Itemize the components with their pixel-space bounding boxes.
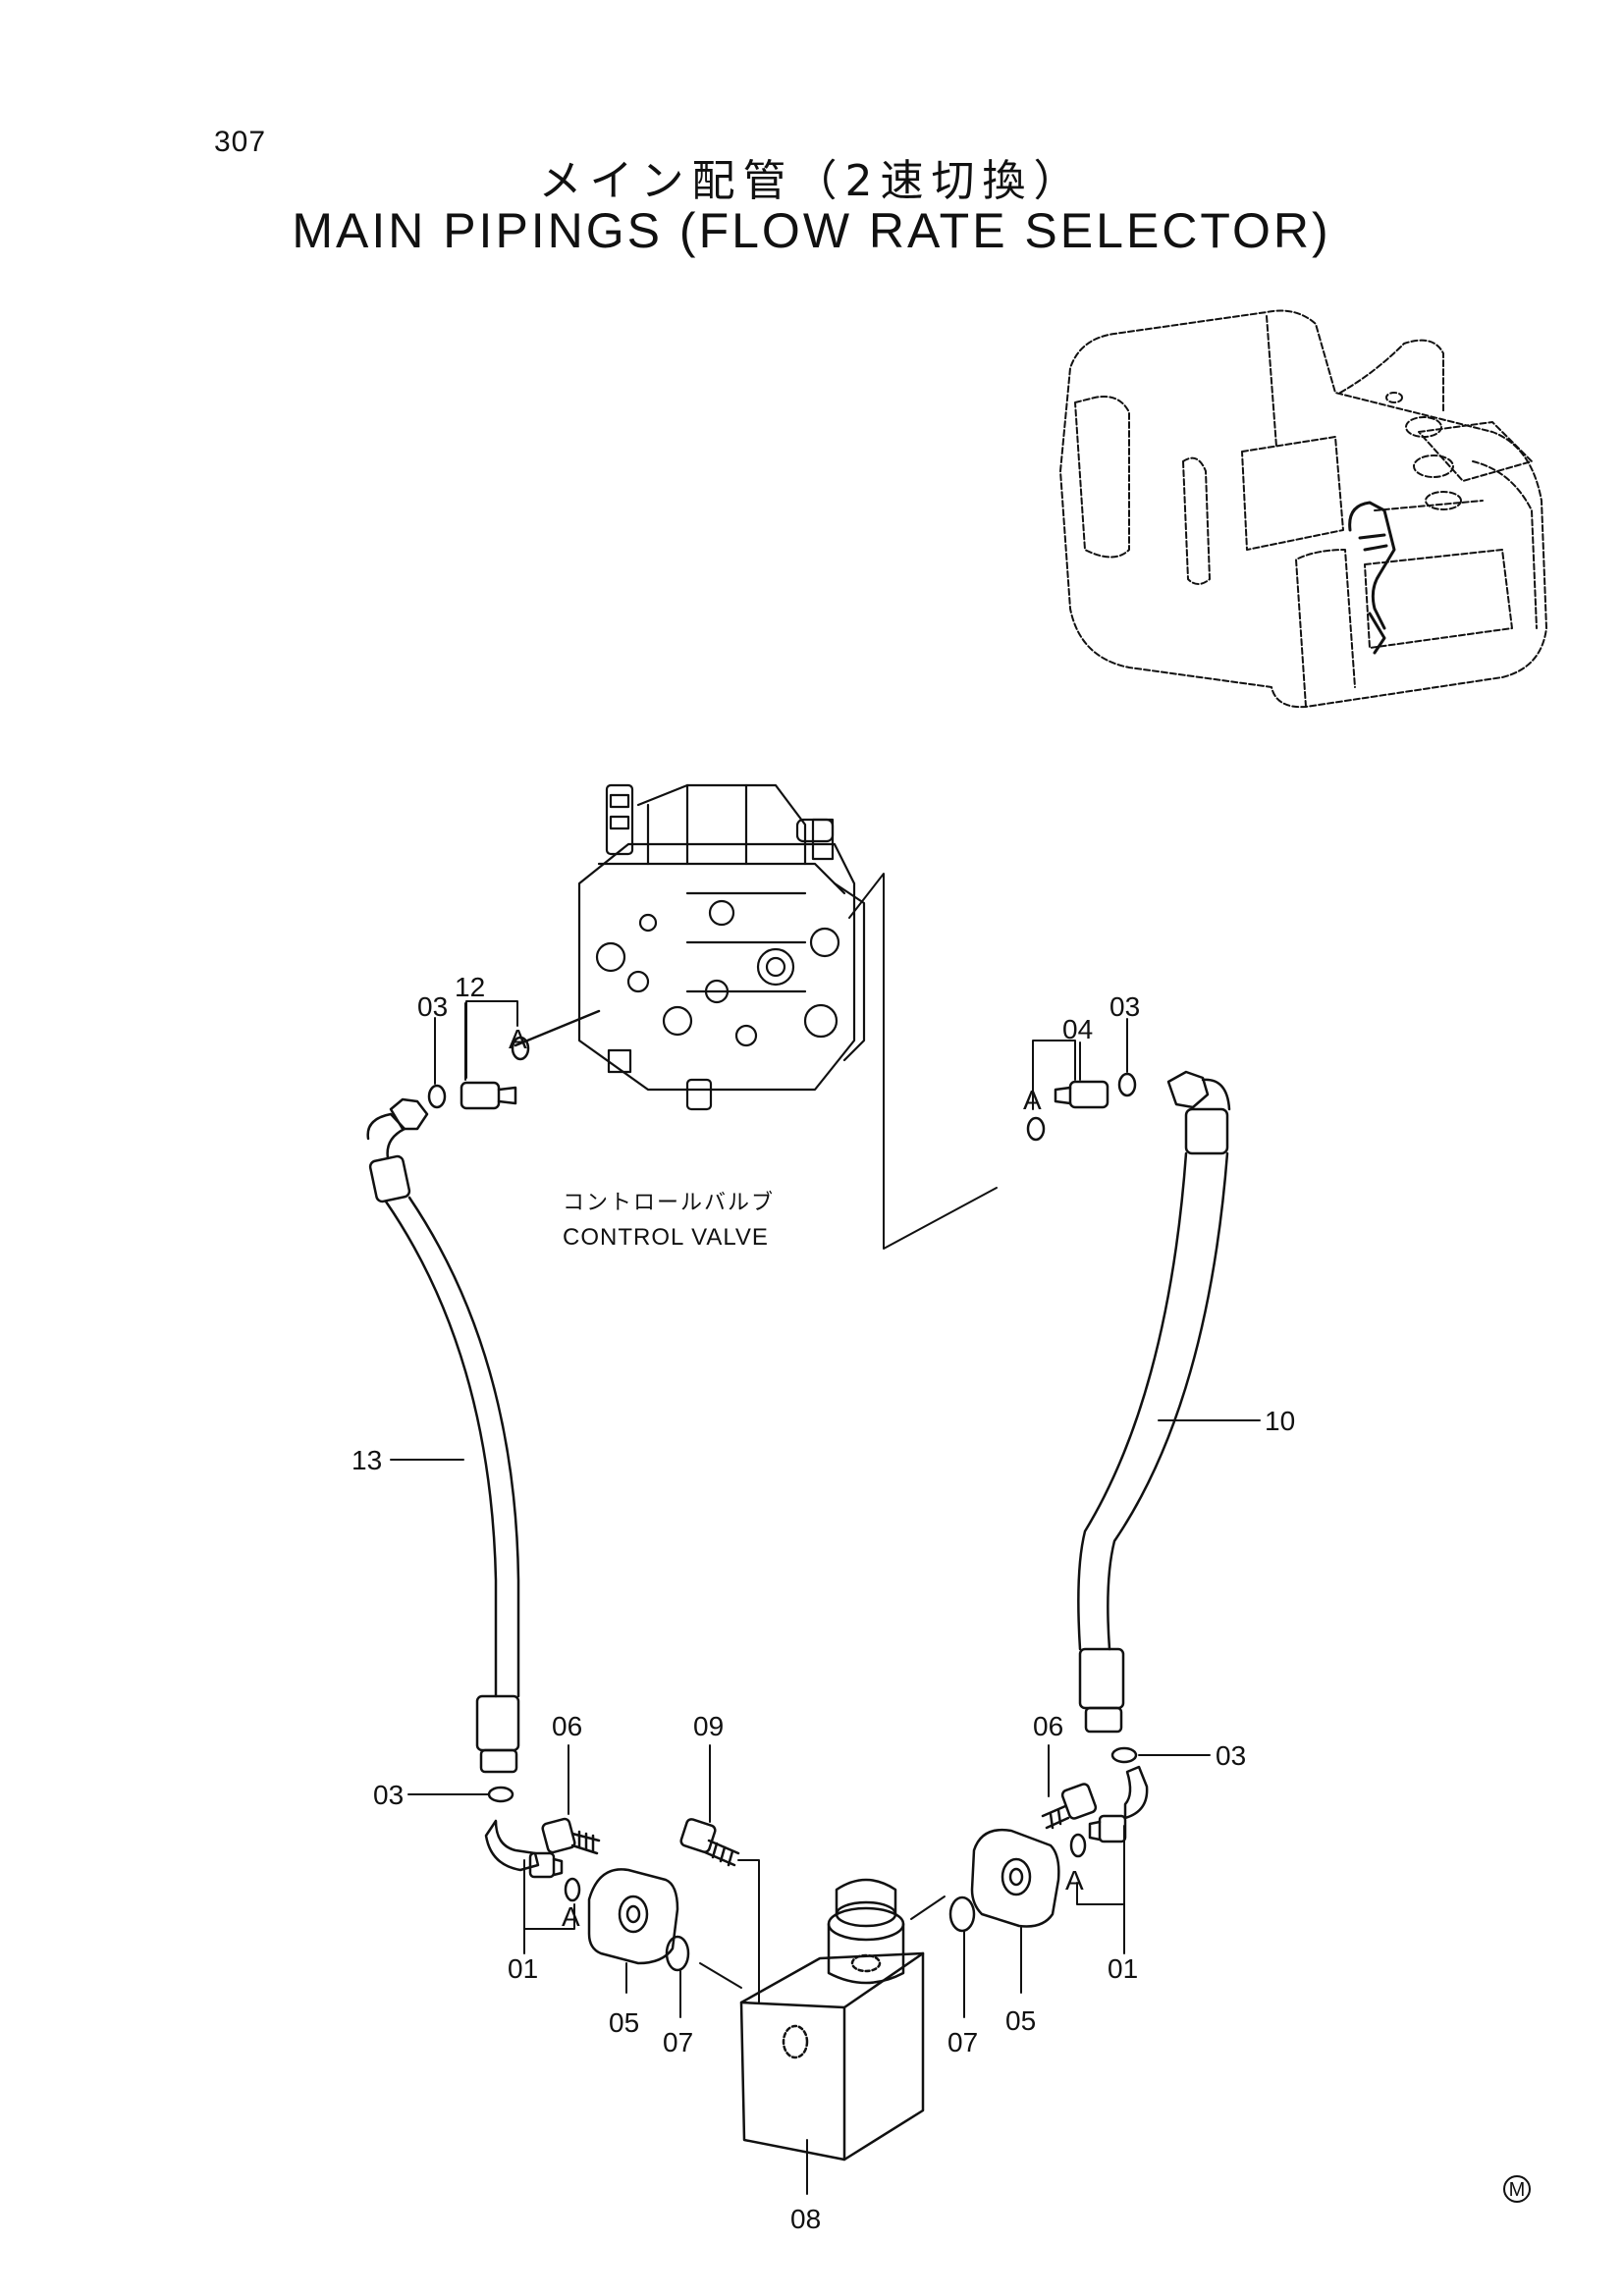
callout-10: 10 (1265, 1406, 1295, 1436)
title-english: MAIN PIPINGS (FLOW RATE SELECTOR) (292, 203, 1331, 258)
callout-04: 04 (1062, 1014, 1093, 1044)
oring-07-left (665, 1935, 690, 1972)
flange-05-left (587, 1868, 679, 1965)
callout-08: 08 (790, 2204, 821, 2234)
elbow-01-right (1088, 1765, 1149, 1843)
callout-01-left: 01 (508, 1953, 538, 1984)
callout-05-left: 05 (609, 2007, 639, 2038)
oring-a-bottom-right (1069, 1833, 1087, 1858)
control-valve-caption-jp: コントロールバルブ (563, 1191, 775, 1215)
callout-07-left: 07 (663, 2027, 693, 2057)
leader-lines (390, 1002, 1261, 2195)
control-valve (577, 783, 866, 1111)
view-bracket-line (848, 873, 998, 1250)
callout-06-right: 06 (1033, 1711, 1063, 1741)
oring-a-bottom-left (564, 1877, 581, 1902)
hose-13-left (366, 1097, 520, 1774)
mark-m-circle (1503, 2175, 1531, 2203)
flange-05-right (970, 1828, 1060, 1928)
oring-07-right (948, 1896, 976, 1933)
callout-03-bottom-right: 03 (1216, 1740, 1246, 1771)
fitting-12-and-oring-03-left (427, 1009, 601, 1110)
callout-a-top-left: A (509, 1024, 527, 1054)
oring-03-bottom-left (487, 1786, 514, 1803)
hose-10-right (1077, 1070, 1231, 1734)
selector-location-highlight (1348, 501, 1396, 655)
callout-a-top-right: A (1023, 1085, 1042, 1115)
fitting-04-and-oring-03-right (1026, 1072, 1137, 1142)
callout-03-top-right: 03 (1109, 991, 1140, 1022)
page-number: 307 (214, 126, 267, 158)
callout-13: 13 (352, 1445, 382, 1475)
callout-06-left: 06 (552, 1711, 582, 1741)
callout-03-top-left: 03 (417, 991, 448, 1022)
callout-01-right: 01 (1108, 1953, 1138, 1984)
flow-rate-selector-valve-08 (739, 1878, 925, 2162)
title-japanese: メイン配管（2速切換） (538, 156, 1085, 206)
callout-a-bottom-right: A (1065, 1865, 1084, 1896)
elbow-01-left (484, 1819, 564, 1879)
bolt-09 (679, 1818, 740, 1867)
callout-07-right: 07 (947, 2027, 978, 2057)
callout-12: 12 (455, 972, 485, 1002)
callout-05-right: 05 (1005, 2005, 1036, 2036)
mark-m-symbol: M (1509, 2179, 1526, 2201)
bolt-06-left (541, 1817, 601, 1855)
excavator-overview-illustration (1059, 309, 1547, 709)
callout-09: 09 (693, 1711, 724, 1741)
callout-a-bottom-left: A (562, 1901, 580, 1932)
oring-03-bottom-right (1110, 1746, 1138, 1764)
bolt-06-right (1041, 1783, 1098, 1830)
a-brackets (465, 1000, 1125, 1930)
control-valve-caption-en: CONTROL VALVE (563, 1224, 769, 1251)
callout-03-bottom-left: 03 (373, 1780, 404, 1810)
